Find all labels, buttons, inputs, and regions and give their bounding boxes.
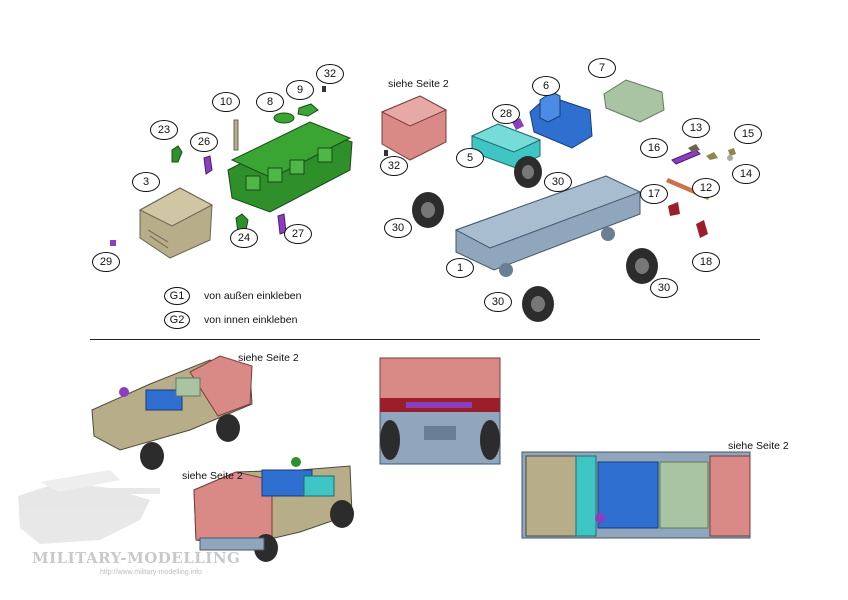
callout-29: 29 [92, 252, 120, 272]
callout-9: 9 [286, 80, 314, 100]
callout-30-a: 30 [384, 218, 412, 238]
callout-30-c: 30 [650, 278, 678, 298]
part-7-seats [603, 79, 665, 123]
part-29 [110, 240, 116, 246]
callout-8: 8 [256, 92, 284, 112]
part-5-frame [470, 123, 542, 169]
callout-26: 26 [190, 132, 218, 152]
callout-13: 13 [682, 118, 710, 138]
legend-text-g2: von innen einkleben [204, 314, 298, 326]
part-1-chassis [454, 175, 642, 277]
rear-box-part [380, 95, 448, 161]
callout-32-top: 32 [316, 64, 344, 84]
part-10-cabin [227, 121, 353, 213]
part-32-pin [384, 150, 388, 156]
part-14 [727, 155, 733, 161]
wheels [412, 156, 658, 322]
section-divider [90, 339, 760, 340]
part-6-seats [529, 91, 593, 149]
watermark-url: http://www.military-modelling.info [100, 569, 202, 576]
callout-30-d: 30 [484, 292, 512, 312]
callout-1: 1 [446, 258, 474, 278]
legend-code-g1: G1 [164, 287, 190, 305]
assembly-view-1 [91, 355, 253, 470]
part-10-mirror [233, 119, 239, 151]
callout-7: 7 [588, 58, 616, 78]
note-see-page-2-right: siehe Seite 2 [728, 440, 789, 452]
part-15 [728, 148, 736, 156]
callout-24: 24 [230, 228, 258, 248]
note-see-page-2-mid: siehe Seite 2 [182, 470, 243, 482]
legend-text-g1: von außen einkleben [204, 290, 302, 302]
callout-12: 12 [692, 178, 720, 198]
part-32-pin-top [322, 86, 326, 92]
part-13b [706, 152, 718, 160]
watermark-title: MILITARY-MODELLING [32, 549, 241, 567]
callout-6: 6 [532, 76, 560, 96]
callout-32: 32 [380, 156, 408, 176]
note-see-page-2-top: siehe Seite 2 [388, 78, 449, 90]
callout-5: 5 [456, 148, 484, 168]
assembly-view-3 [379, 357, 501, 465]
callout-16: 16 [640, 138, 668, 158]
callout-15: 15 [734, 124, 762, 144]
legend-code-g2: G2 [164, 311, 190, 329]
part-26 [203, 155, 213, 175]
part-18 [696, 220, 708, 238]
assembly-view-4 [521, 451, 751, 539]
callout-27: 27 [284, 224, 312, 244]
note-see-page-2-left: siehe Seite 2 [238, 352, 299, 364]
part-16 [671, 149, 701, 165]
callout-10: 10 [212, 92, 240, 112]
part-3-hood [138, 187, 214, 259]
part-17 [668, 202, 680, 216]
callout-30-b: 30 [544, 172, 572, 192]
part-8-hatch [273, 112, 295, 124]
part-9-hatch [297, 103, 319, 117]
callout-18: 18 [692, 252, 720, 272]
assembly-view-2 [193, 457, 354, 562]
callout-23: 23 [150, 120, 178, 140]
part-13 [688, 144, 700, 152]
callout-14: 14 [732, 164, 760, 184]
callout-28: 28 [492, 104, 520, 124]
callout-3: 3 [132, 172, 160, 192]
part-23 [171, 145, 183, 163]
callout-17: 17 [640, 184, 668, 204]
watermark-tank-icon [18, 470, 160, 544]
